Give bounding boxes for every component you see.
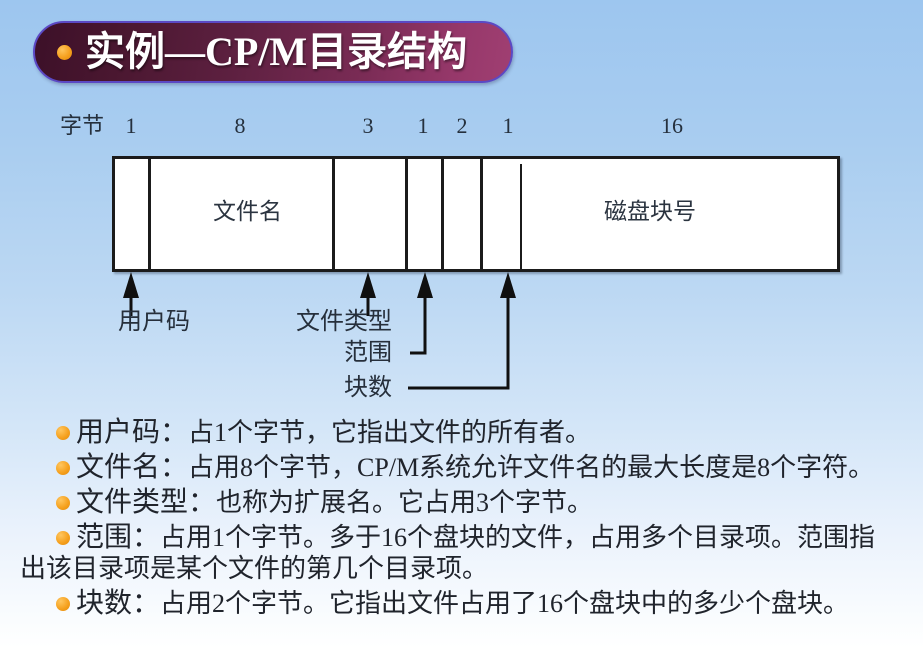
callout-user-code: 用户码 bbox=[118, 309, 190, 335]
list-item-term: 文件类型： bbox=[76, 487, 217, 519]
list-item-term: 文件名： bbox=[76, 452, 189, 484]
callout-extent: 范围 bbox=[344, 340, 392, 366]
list-item: 块数：占用2个字节。它指出文件占用了16个盘块中的多少个盘块。 bbox=[56, 587, 922, 620]
list-item-desc: 也称为扩展名。它占用3个字节。 bbox=[216, 488, 594, 518]
callout-block-count: 块数 bbox=[344, 375, 392, 401]
orange-dot-icon bbox=[56, 426, 70, 440]
list-item-desc: 占用8个字节，CP/M系统允许文件名的最大长度是8个字符。 bbox=[188, 453, 875, 483]
list-item: 文件名：占用8个字节，CP/M系统允许文件名的最大长度是8个字符。 bbox=[56, 451, 922, 484]
byte-size-5: 1 bbox=[502, 113, 514, 138]
list-item: 用户码：占1个字节，它指出文件的所有者。 bbox=[56, 416, 922, 449]
cell-divider-2 bbox=[332, 159, 335, 269]
list-item-desc: 占用2个字节。它指出文件占用了16个盘块中的多少个盘块。 bbox=[160, 588, 850, 618]
byte-size-4: 2 bbox=[456, 113, 468, 138]
byte-size-2: 3 bbox=[362, 113, 374, 138]
byte-size-6: 16 bbox=[661, 113, 683, 138]
orange-dot-icon bbox=[56, 596, 70, 611]
orange-dot-icon bbox=[56, 496, 70, 511]
leader-block-count bbox=[408, 272, 516, 390]
directory-entry-table bbox=[112, 156, 840, 272]
cell-divider-5 bbox=[480, 159, 483, 269]
list-item-desc-continued: 出该目录项是某个文件的第几个目录项。 bbox=[20, 554, 489, 584]
orange-dot-icon bbox=[56, 461, 70, 476]
list-item-term: 用户码： bbox=[76, 417, 189, 448]
list-item-term: 块数： bbox=[76, 587, 161, 619]
cell-divider-6 bbox=[520, 164, 522, 269]
byte-size-1: 8 bbox=[234, 113, 246, 138]
orange-dot-icon bbox=[57, 44, 72, 60]
cell-divider-1 bbox=[148, 159, 151, 269]
cell-label-disk-block: 磁盘块号 bbox=[604, 199, 696, 224]
list-item-desc: 占1个字节，它指出文件的所有者。 bbox=[188, 418, 592, 447]
orange-dot-icon bbox=[56, 531, 70, 546]
page-title: 实例—CP/M目录结构 bbox=[85, 29, 468, 74]
cell-divider-3 bbox=[405, 159, 408, 269]
byte-ruler-caption: 字节 bbox=[60, 113, 105, 138]
leader-extent bbox=[410, 272, 433, 355]
list-item-desc: 占用1个字节。多于16个盘块的文件，占用多个目录项。范围指 bbox=[160, 523, 876, 553]
description-list: 用户码：占1个字节，它指出文件的所有者。 文件名：占用8个字节，CP/M系统允许… bbox=[20, 416, 922, 622]
byte-size-3: 1 bbox=[417, 113, 429, 138]
list-item: 范围：占用1个字节。多于16个盘块的文件，占用多个目录项。范围指 出该目录项是某… bbox=[20, 521, 922, 585]
cell-divider-4 bbox=[441, 159, 444, 269]
byte-size-0: 1 bbox=[125, 113, 137, 138]
list-item: 文件类型：也称为扩展名。它占用3个字节。 bbox=[56, 486, 922, 519]
list-item-term: 范围： bbox=[76, 522, 161, 554]
callout-file-type: 文件类型 bbox=[296, 309, 392, 335]
cell-label-file-name: 文件名 bbox=[213, 199, 282, 224]
slide-title-banner: 实例—CP/M目录结构 bbox=[33, 21, 513, 83]
